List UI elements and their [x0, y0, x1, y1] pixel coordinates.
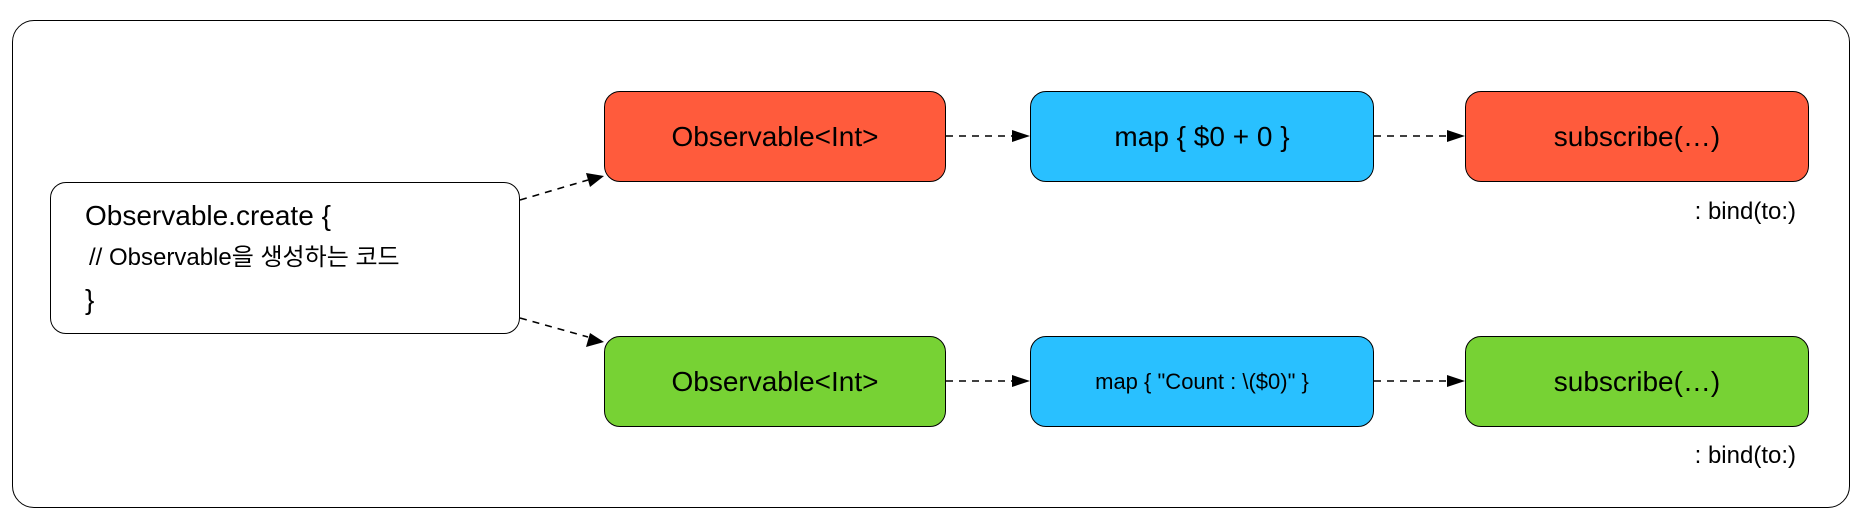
top-observable-node: Observable<Int>: [604, 91, 946, 182]
bottom-map-node: map { "Count : \($0)" }: [1030, 336, 1374, 427]
bottom-subscribe-caption: : bind(to:): [1694, 442, 1796, 469]
source-line-comment: // Observable을 생성하는 코드: [89, 244, 400, 271]
top-subscribe-caption: : bind(to:): [1694, 198, 1796, 225]
bottom-observable-node: Observable<Int>: [604, 336, 946, 427]
source-line-create: Observable.create {: [85, 200, 331, 231]
observable-create-node: Observable.create { // Observable을 생성하는 …: [50, 182, 520, 334]
source-line-close: }: [85, 284, 95, 315]
bottom-subscribe-node: subscribe(…): [1465, 336, 1809, 427]
top-subscribe-node: subscribe(…): [1465, 91, 1809, 182]
top-map-node: map { $0 + 0 }: [1030, 91, 1374, 182]
